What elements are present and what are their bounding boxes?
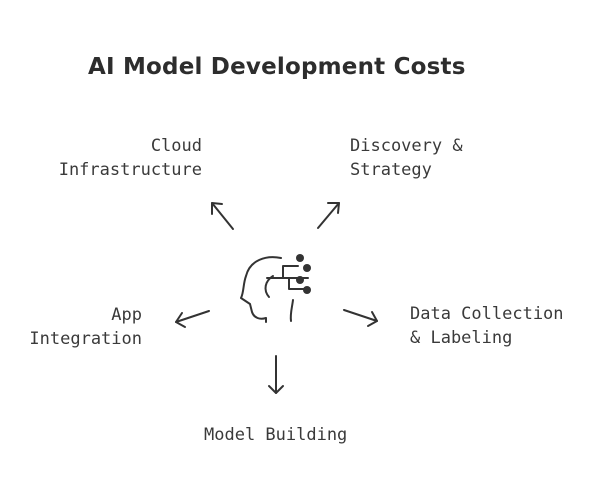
circuit-node-2 <box>303 264 311 272</box>
arrow-to-cloud <box>211 202 234 230</box>
node-cloud-line1: Cloud <box>150 136 202 156</box>
node-model-building: Model Building <box>204 423 347 447</box>
node-data-collection-labeling: Data Collection & Labeling <box>410 302 564 350</box>
arrow-to-model <box>268 355 284 394</box>
head-outline <box>240 256 282 323</box>
arrow-to-data <box>343 309 378 327</box>
ai-head-circuit-icon <box>240 254 311 323</box>
node-app-line2: Integration <box>29 329 142 349</box>
circuit-node-3 <box>296 276 304 284</box>
node-cloud-line2: Infrastructure <box>58 160 202 180</box>
diagram-title: AI Model Development Costs <box>88 54 466 80</box>
circuit-node-1 <box>296 254 304 262</box>
brain-curve <box>264 275 274 298</box>
arrow-to-app <box>175 310 210 328</box>
node-discovery-strategy: Discovery & Strategy <box>350 134 463 182</box>
node-discovery-line1: Discovery & <box>350 136 463 156</box>
node-app-integration: App Integration <box>29 303 142 351</box>
node-discovery-line2: Strategy <box>350 160 432 180</box>
node-cloud-infrastructure: Cloud Infrastructure <box>59 134 202 182</box>
node-model-line1: Model Building <box>204 425 348 445</box>
circuit-trace-top <box>282 265 299 279</box>
node-data-line2: & Labeling <box>410 328 513 348</box>
node-app-line1: App <box>111 305 142 325</box>
arrow-to-discovery <box>317 202 340 229</box>
neck-line <box>289 299 294 322</box>
circuit-node-4 <box>303 286 311 294</box>
circuit-trace-bottom <box>288 277 307 290</box>
node-data-line1: Data Collection <box>410 304 564 324</box>
